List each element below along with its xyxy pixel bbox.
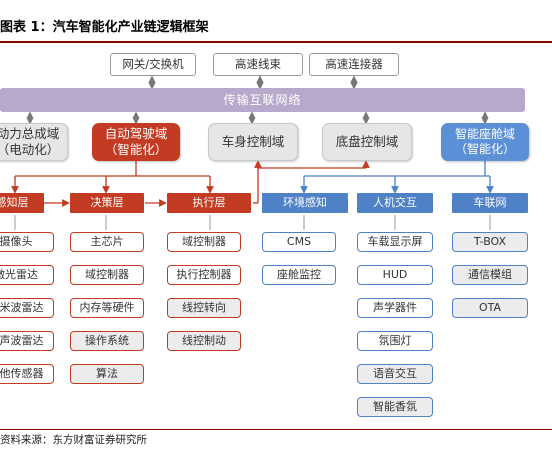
smart-cockpit-domain-note: （智能化） — [454, 142, 515, 156]
chassis-control-domain: 底盘控制域 — [322, 123, 412, 161]
human-machine-interaction-header: 人机交互 — [357, 193, 433, 213]
perception-item-lidar: 激光雷达 — [0, 265, 54, 285]
vehicle-networking-header: 车联网 — [452, 193, 528, 213]
iov-item-comm-module: 通信模组 — [452, 265, 528, 285]
execution-item-actuator-controller: 执行控制器 — [167, 265, 241, 285]
powertrain-domain: 动力总成域 （电动化） — [0, 123, 68, 161]
execution-item-domain-controller: 域控制器 — [167, 232, 241, 252]
hmi-item-acoustic-devices: 声学器件 — [357, 298, 433, 318]
hmi-item-hud: HUD — [357, 265, 433, 285]
perception-item-other-sensors: 其他传感器 — [0, 364, 54, 384]
hmi-item-display: 车载显示屏 — [357, 232, 433, 252]
gateway-switch-box: 网关/交换机 — [110, 53, 196, 76]
decision-item-memory-hardware: 内存等硬件 — [70, 298, 144, 318]
source-divider — [0, 429, 552, 430]
autonomous-driving-domain-name: 自动驾驶域 — [104, 126, 168, 142]
powertrain-domain-note: （电动化） — [0, 142, 60, 157]
execution-item-steer-by-wire: 线控转向 — [167, 298, 241, 318]
execution-item-brake-by-wire: 线控制动 — [167, 331, 241, 351]
powertrain-domain-name: 动力总成域 — [0, 126, 60, 142]
perception-item-mmwave-radar: 毫米波雷达 — [0, 298, 54, 318]
body-control-domain: 车身控制域 — [208, 123, 298, 161]
autonomous-driving-domain-note: （智能化） — [104, 142, 168, 157]
figure-title: 图表 1：汽车智能化产业链逻辑框架 — [0, 20, 209, 35]
decision-item-domain-controller: 域控制器 — [70, 265, 144, 285]
env-item-cms: CMS — [262, 232, 336, 252]
hmi-item-ambient-light: 氛围灯 — [357, 331, 433, 351]
environment-perception-header: 环境感知 — [262, 193, 348, 213]
title-divider — [0, 41, 552, 43]
perception-item-camera: 摄像头 — [0, 232, 54, 252]
decision-item-algorithm: 算法 — [70, 364, 144, 384]
high-speed-connector-box: 高速连接器 — [309, 53, 399, 76]
decision-layer-header: 决策层 — [70, 193, 144, 213]
smart-cockpit-domain-name: 智能座舱域 — [454, 127, 515, 141]
hmi-item-smart-fragrance: 智能香氛 — [357, 397, 433, 417]
hmi-item-voice-interaction: 语音交互 — [357, 364, 433, 384]
high-speed-harness-box: 高速线束 — [213, 53, 303, 76]
decision-item-operating-system: 操作系统 — [70, 331, 144, 351]
smart-cockpit-domain: 智能座舱域 （智能化） — [441, 123, 529, 161]
iov-item-ota: OTA — [452, 298, 528, 318]
perception-layer-header: 感知层 — [0, 193, 44, 213]
decision-item-main-chip: 主芯片 — [70, 232, 144, 252]
iov-item-tbox: T-BOX — [452, 232, 528, 252]
transmission-network-bus: 传输互联网络 — [0, 88, 525, 112]
autonomous-driving-domain: 自动驾驶域 （智能化） — [92, 123, 180, 161]
perception-item-ultrasonic-radar: 超声波雷达 — [0, 331, 54, 351]
source-note: 资料来源：东方财富证券研究所 — [0, 434, 147, 446]
execution-layer-header: 执行层 — [167, 193, 251, 213]
env-item-cabin-monitoring: 座舱监控 — [262, 265, 336, 285]
